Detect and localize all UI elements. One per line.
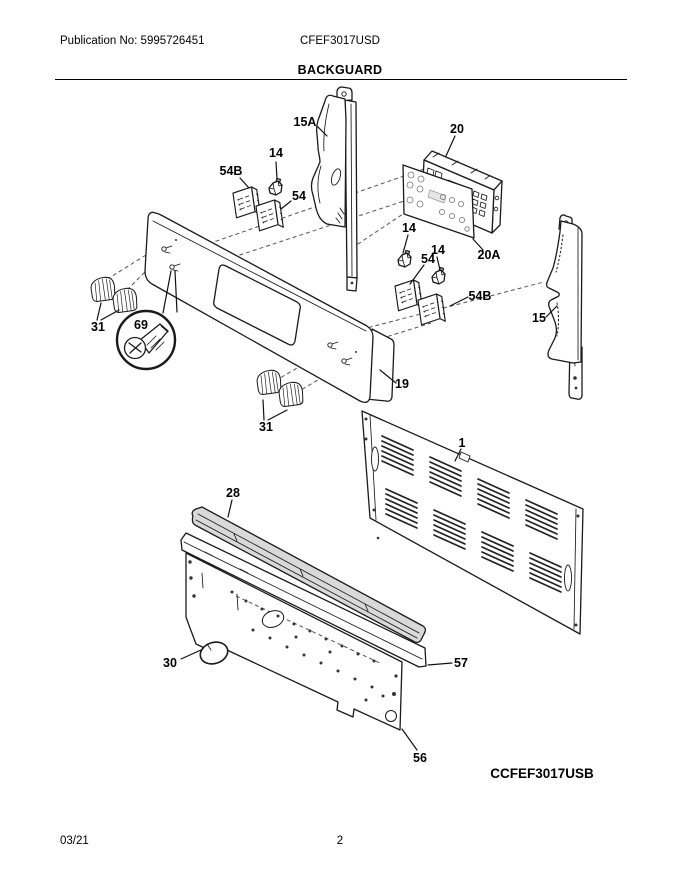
part-rear-panel-56 xyxy=(185,552,403,731)
callout-15a: 15A xyxy=(294,115,317,129)
model-number: CFEF3017USD xyxy=(300,35,380,47)
part-knob-31-b2 xyxy=(277,380,305,408)
part-trim-strip-57 xyxy=(180,532,427,668)
callout-leader-lines xyxy=(96,125,558,751)
callout-14-c: 14 xyxy=(431,243,445,257)
assembly-code: CCFEF3017USB xyxy=(490,766,594,781)
part-switch-54B-left xyxy=(232,186,261,219)
part-knob-31-a2 xyxy=(111,286,139,314)
callout-54b-a: 54B xyxy=(220,164,243,178)
part-switch-54-right xyxy=(394,279,423,312)
callout-1: 1 xyxy=(459,436,466,450)
panel-screw-marks xyxy=(161,239,357,366)
callout-54-a: 54 xyxy=(292,189,306,203)
callout-30: 30 xyxy=(163,656,177,670)
part-control-panel-19 xyxy=(144,211,395,404)
callout-20a: 20A xyxy=(478,248,501,262)
part-knob-31-b1 xyxy=(255,368,283,396)
page-title: BACKGUARD xyxy=(297,63,383,77)
panel-56-holes xyxy=(188,560,385,702)
publication-number: Publication No: 5995726451 xyxy=(60,35,205,47)
vent-louvers xyxy=(381,435,562,593)
callout-20: 20 xyxy=(450,122,464,136)
callout-54-b: 54 xyxy=(421,252,435,266)
callout-31-a: 31 xyxy=(91,320,105,334)
part-grommet-30 xyxy=(199,641,229,665)
callout-56: 56 xyxy=(413,751,427,765)
footer-page-number: 2 xyxy=(336,835,344,847)
callout-31-b: 31 xyxy=(259,420,273,434)
callout-14-a: 14 xyxy=(269,146,283,160)
callout-19: 19 xyxy=(395,377,409,391)
callout-28: 28 xyxy=(226,486,240,500)
part-switch-54B-right xyxy=(417,293,446,326)
part-overlay-20A xyxy=(402,164,475,239)
part-top-trim-28 xyxy=(191,506,427,644)
part-clip-14-right xyxy=(431,266,446,285)
part-clip-14-mid xyxy=(397,249,412,268)
footer-date: 03/21 xyxy=(60,835,89,847)
callout-labels: 15A 14 54B 54 20 20A 14 14 54 54B 15 31 … xyxy=(91,115,546,765)
callout-15: 15 xyxy=(532,311,546,325)
callout-14-b: 14 xyxy=(402,221,416,235)
callout-69: 69 xyxy=(134,318,148,332)
callout-57: 57 xyxy=(454,656,468,670)
part-knob-31-a1 xyxy=(89,275,117,303)
part-clip-14-left xyxy=(268,177,283,196)
header-rule xyxy=(55,79,627,80)
part-screw-detail-69 xyxy=(115,270,178,371)
part-end-cap-right-15 xyxy=(545,214,583,400)
part-vent-panel-1 xyxy=(361,410,584,635)
callout-54b-b: 54B xyxy=(469,289,492,303)
part-switch-54-left xyxy=(255,199,284,232)
part-end-cap-left-15A xyxy=(310,86,358,292)
